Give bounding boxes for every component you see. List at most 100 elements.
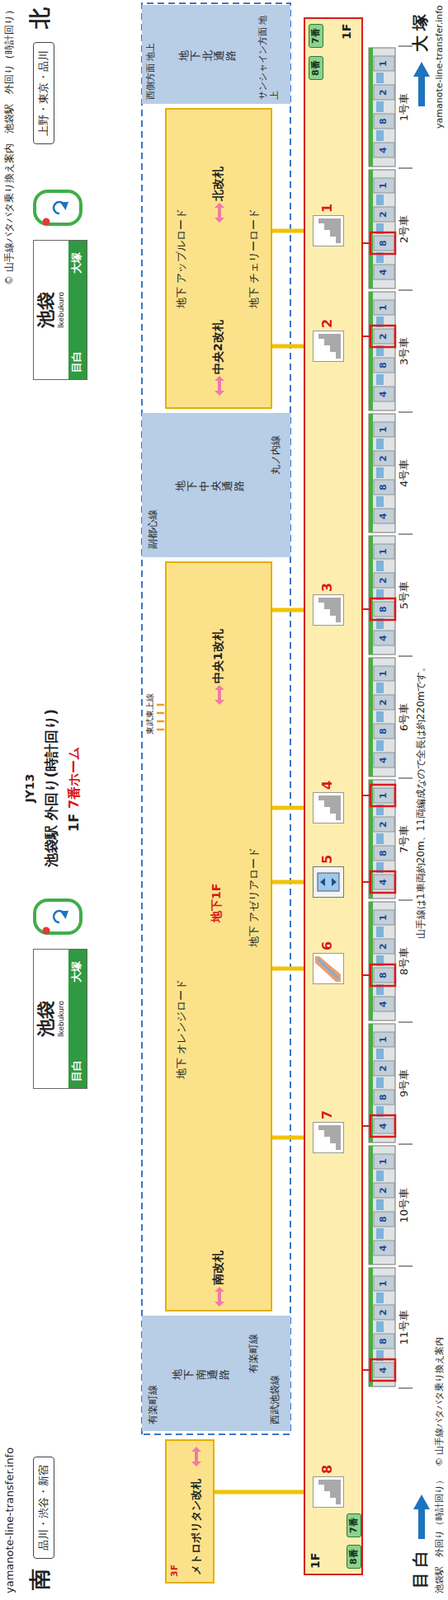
credit-text: 池袋駅 外回り（時計回り） © 山手線パタパタ乗り換え案内 (433, 1338, 446, 1596)
stair-node: 1 (310, 198, 347, 247)
door-number: 1 (377, 670, 390, 678)
door-number: 4 (377, 757, 390, 764)
car-number: 11号車 (397, 1310, 411, 1347)
car-number: 2号車 (397, 215, 411, 244)
underground-area: 副都心線地下 中央通路丸ノ内線 (141, 413, 291, 558)
underground-area: 西側方面 地上地下 北通路サンシャイン方面 地上 (141, 4, 291, 104)
node-text: 8 (319, 1466, 336, 1476)
car-number: 9号車 (397, 1070, 411, 1099)
car-number: 1号車 (397, 93, 411, 122)
door-number: 1 (377, 426, 390, 434)
escalator-node: 6 (310, 937, 347, 986)
car-number: 4号車 (397, 459, 411, 488)
compass-letter: 北 (26, 7, 54, 29)
node-text: 8番 (310, 60, 322, 76)
track-number-box: 7番 (346, 1514, 362, 1539)
door-number: 8 (377, 117, 390, 125)
track-number-box: 7番 (308, 23, 324, 48)
door-number: 8 (377, 240, 390, 247)
door-number: 4 (377, 1001, 390, 1009)
door-number: 1 (377, 182, 390, 189)
door-number: 1 (377, 792, 390, 800)
passage-box: 南改札地下 オレンジロード地下1F中央1改札地下 アゼリアロード (165, 561, 273, 1313)
door-number: 2 (377, 333, 390, 340)
node-text: 地下1F (209, 884, 225, 924)
underground-area: 有楽町線地下 南通路有楽町線西武池袋線 (141, 1316, 291, 1433)
gate-arrow (214, 685, 225, 706)
station-code: JY13 (23, 774, 38, 804)
track-number-box: 8番 (346, 1546, 362, 1571)
door-number: 2 (377, 699, 390, 707)
door-number: 2 (377, 821, 390, 829)
door-number: 8 (377, 728, 390, 736)
door-number: 1 (377, 548, 390, 556)
train (368, 46, 413, 1390)
station-sign: 池袋Ikebukuro目白大塚 (33, 949, 88, 1090)
door-number: 2 (377, 1065, 390, 1073)
car-number: 8号車 (397, 947, 411, 977)
door-number: 8 (377, 362, 390, 369)
node-text: 西側方面 地上 (145, 9, 157, 100)
node-text: 上野・東京・品川 (37, 50, 51, 137)
stairs-icon (312, 330, 345, 363)
passage-box: 中央2改札北改札地下 アップルロード地下 チェリーロード (165, 108, 273, 410)
station-name: 目白 (410, 1546, 431, 1590)
node-text: 地下 チェリーロード (247, 208, 261, 309)
door-number: 4 (377, 146, 390, 154)
node-text: 4 (319, 781, 336, 791)
node-text: 目白 (70, 351, 84, 373)
door-number: 4 (377, 391, 390, 398)
node-text: 西武池袋線 (268, 1376, 282, 1426)
door-number: 2 (377, 577, 390, 585)
node-text: 7番 (310, 28, 322, 44)
node-text: 大塚 (70, 252, 84, 274)
door-number: 8 (377, 484, 390, 491)
door-number: 2 (377, 89, 390, 96)
door-number: 1 (377, 1037, 390, 1044)
transfer-arrows (156, 705, 165, 731)
node-text: 6 (319, 942, 336, 952)
door-number: 2 (377, 943, 390, 951)
platform-band: 1F8番7番123456788番7番 (303, 17, 364, 1577)
door-number: 4 (377, 1367, 390, 1375)
door-number: 1 (377, 60, 390, 67)
gate-arrow (214, 202, 225, 223)
door-number: 4 (377, 879, 390, 887)
door-number: 8 (377, 1339, 390, 1346)
compass-letter: 南 (26, 1570, 54, 1592)
door-number: 1 (377, 1159, 390, 1166)
site-url: yamanote-line-transfer.info (433, 4, 446, 129)
node-text: 8番 (348, 1550, 360, 1566)
station-name: 大塚 (410, 9, 431, 52)
car-number: 6号車 (397, 703, 411, 732)
passage-name: 地下 中央通路 (174, 481, 246, 492)
passage-name: 地下 北通路 (178, 50, 237, 62)
door-number: 2 (377, 1188, 390, 1195)
node-text: 1F (308, 1554, 324, 1571)
gate-arrow (191, 1447, 202, 1468)
door-number: 1 (377, 914, 390, 922)
node-text: 地下 アゼリアロード (247, 848, 261, 948)
node-text: 池袋 (34, 950, 58, 1090)
node-text: 中央2改札 (211, 320, 227, 375)
caption-note: 山手線は1車両約20m、11両編成なので全長は約220mです。 (414, 662, 428, 940)
car-number: 7号車 (397, 825, 411, 854)
stair-node: 8 (310, 1461, 347, 1510)
direction-arrow (413, 61, 430, 107)
stairs-icon (312, 792, 345, 825)
door-number: 8 (377, 972, 390, 980)
node-text: メトロポリタン改札 (189, 1480, 203, 1577)
platform-label: 7番ホーム (66, 747, 83, 810)
track-number-box: 8番 (308, 56, 324, 81)
direction-box: 上野・東京・品川 (33, 42, 55, 145)
gate-arrow (214, 1287, 225, 1308)
node-text: Ikebukuro (56, 240, 67, 380)
node-text: 南改札 (211, 1251, 227, 1287)
node-text: 有楽町線 (247, 1334, 260, 1375)
node-text: 品川・渋谷・新宿 (37, 1466, 51, 1552)
escalator-icon (312, 953, 345, 986)
door-number: 4 (377, 268, 390, 276)
door-number: 8 (377, 850, 390, 858)
door-number: 8 (377, 1094, 390, 1102)
floor-label: 1F (66, 814, 83, 833)
